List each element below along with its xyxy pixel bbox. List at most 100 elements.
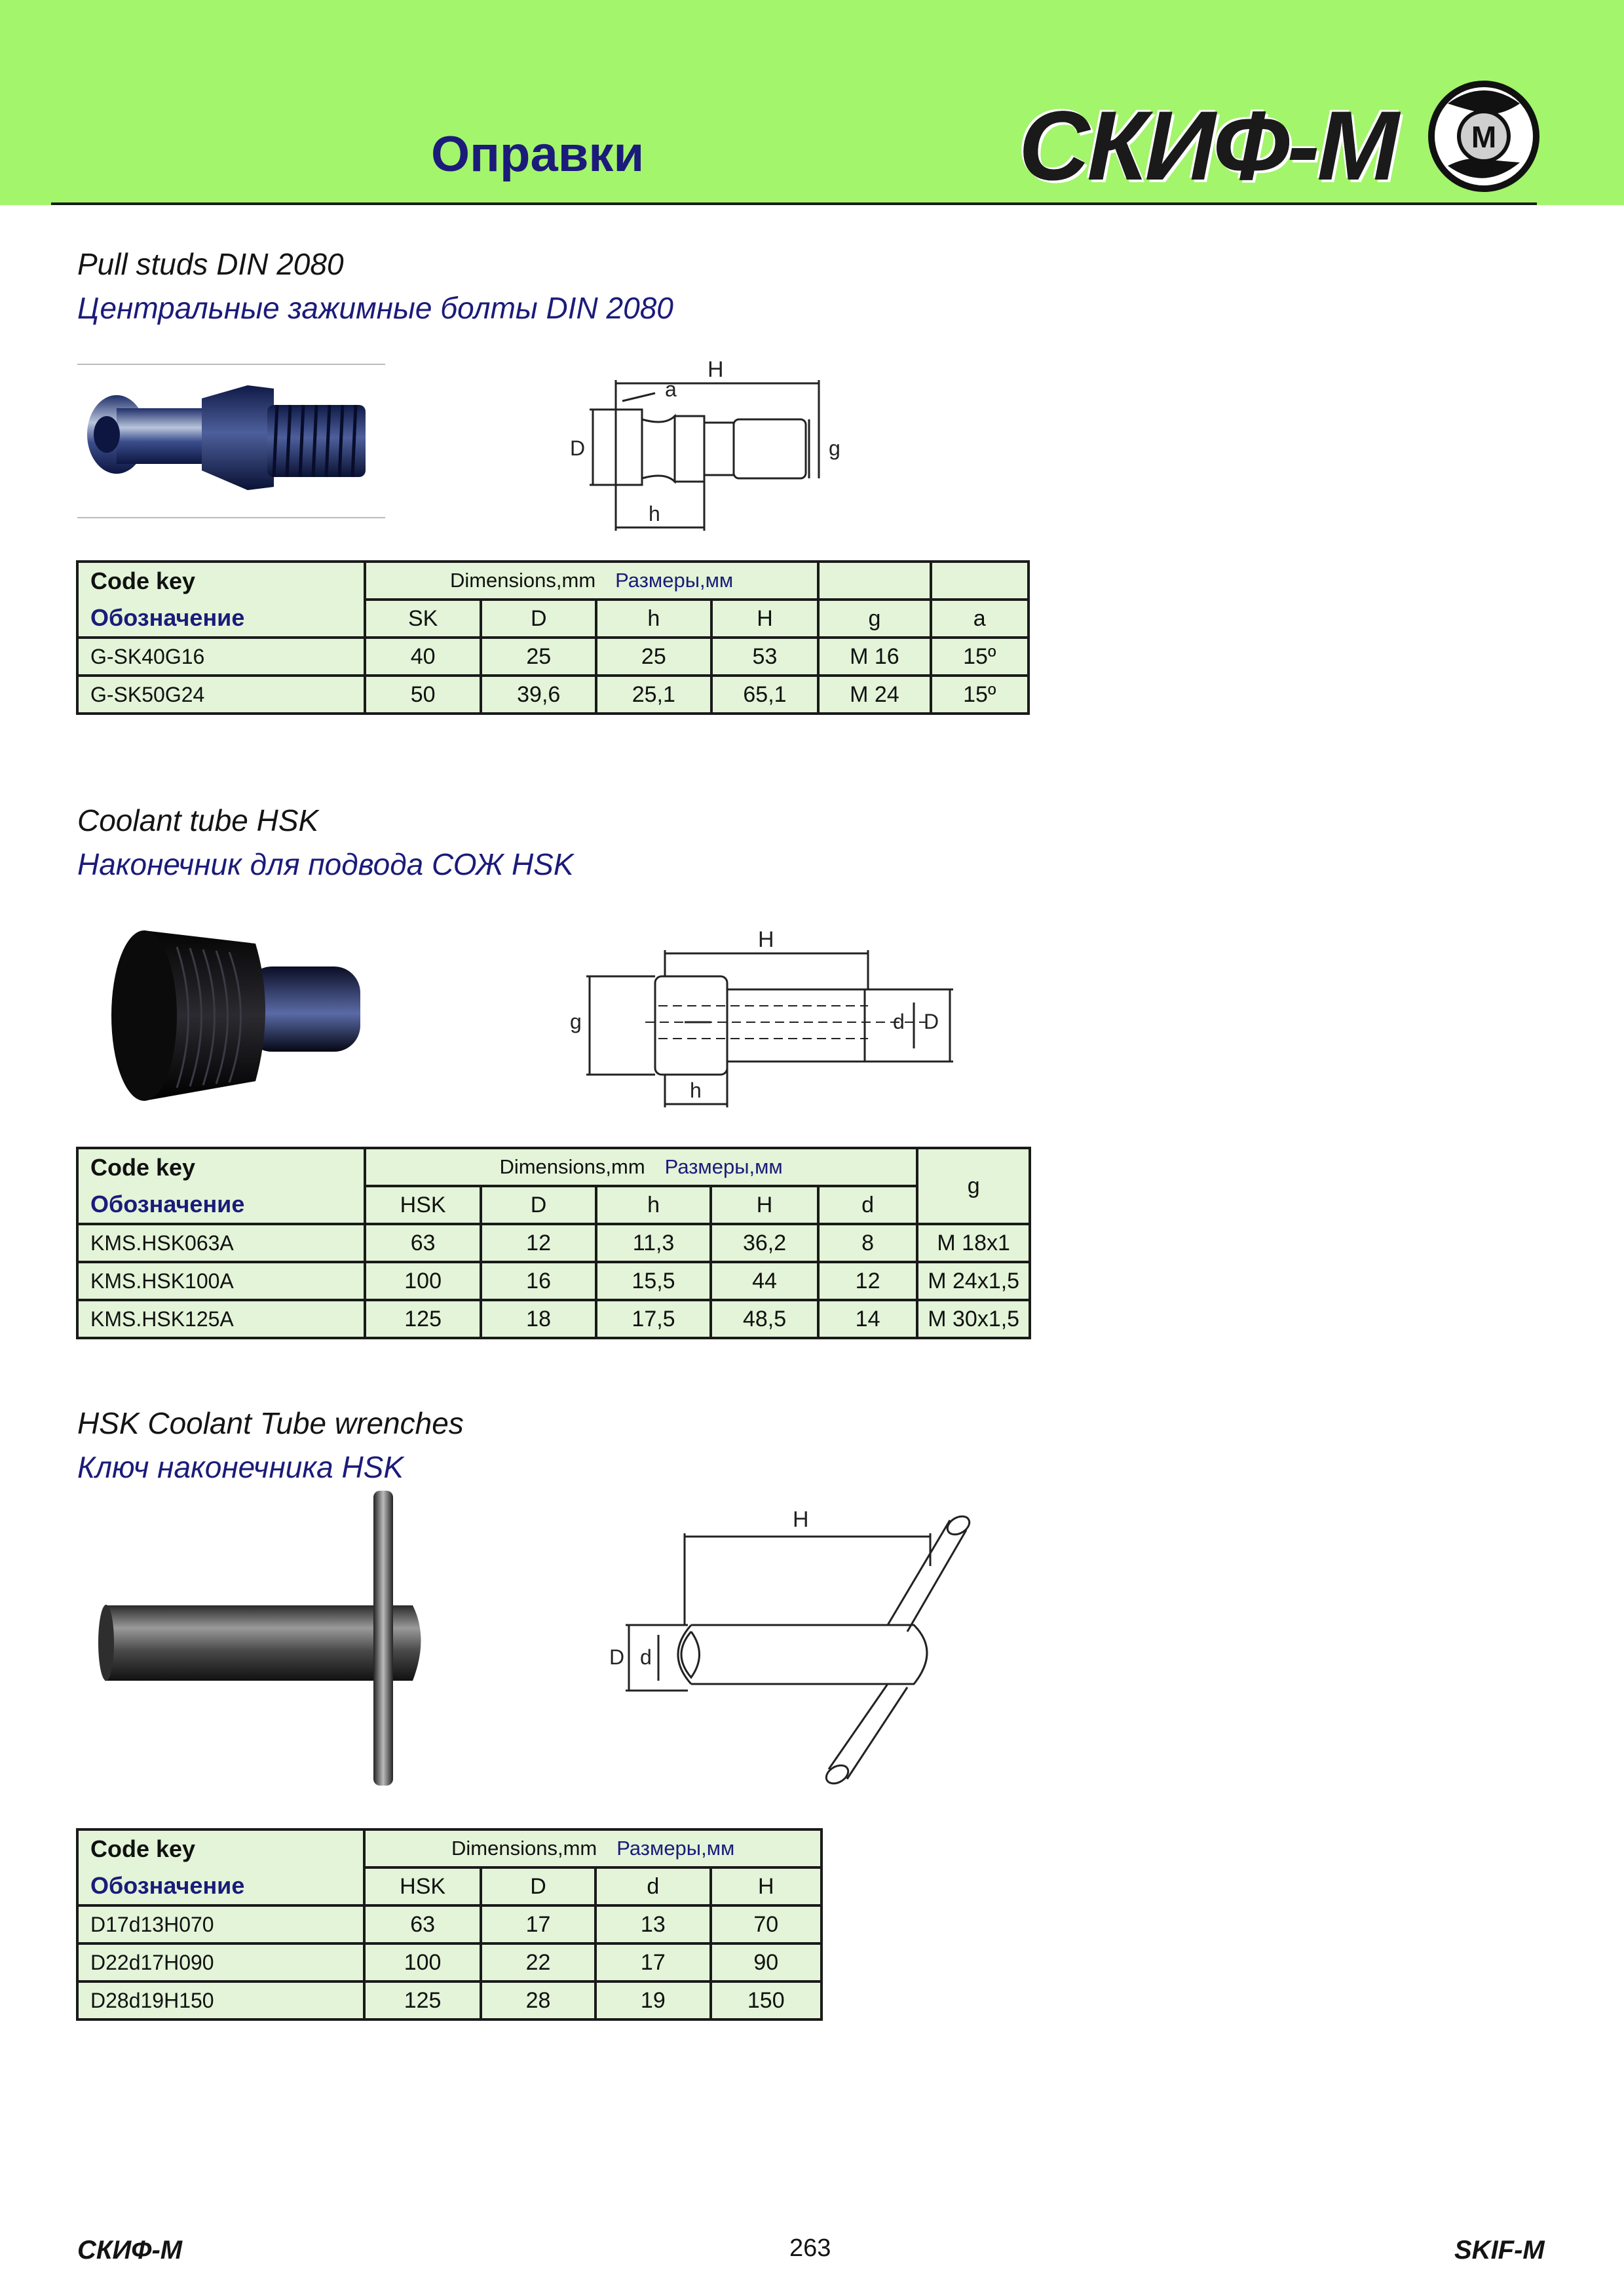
table-cell: 11,3 (594, 1223, 713, 1263)
column-header: h (594, 1185, 713, 1225)
table-cell: 70 (709, 1904, 823, 1945)
drawing-label-h: h (649, 502, 660, 526)
column-header: H (709, 1866, 823, 1907)
column-header: SK (363, 598, 483, 639)
drawing-label-a: a (665, 377, 677, 401)
table-cell: 25 (480, 636, 598, 677)
blank-header-cell (929, 560, 1030, 600)
table-cell: M 18x1 (916, 1223, 1031, 1263)
table-cell-code: KMS.HSK063A (76, 1223, 366, 1263)
footer-brand-en: SKIF-M (1454, 2236, 1545, 2265)
dims-header: Dimensions,mm Размеры,мм (363, 560, 820, 600)
table-cell: 13 (594, 1904, 712, 1945)
page-number: 263 (789, 2234, 831, 2262)
table-row: KMS.HSK125A 125 18 17,5 48,5 14 M 30x1,5 (76, 1299, 1031, 1339)
footer-brand-ru: СКИФ-М (77, 2236, 183, 2265)
table-cell-code: G-SK40G16 (76, 636, 366, 677)
header-rule (51, 202, 1537, 205)
dims-en: Dimensions,mm (449, 569, 596, 592)
table-cell: 15º (929, 674, 1030, 715)
table-cell: 63 (363, 1904, 482, 1945)
table-cell: 28 (479, 1980, 597, 2021)
table-cell: 50 (363, 674, 483, 715)
column-header: g (817, 598, 932, 639)
drawing-label-D: D (924, 1010, 939, 1033)
table-cell: 25,1 (595, 674, 713, 715)
table-cell: 125 (363, 1980, 482, 2021)
column-header-g: g (916, 1147, 1031, 1224)
code-key-en: Code key (76, 1147, 366, 1186)
table-cell: 15,5 (594, 1261, 713, 1301)
column-header: HSK (363, 1185, 483, 1225)
column-header: D (479, 1866, 597, 1907)
logo-mark-letter: М (1471, 120, 1496, 154)
table-row: D22d17H090 100 22 17 90 (75, 1942, 823, 1983)
pull-studs-title-en: Pull studs DIN 2080 (77, 247, 344, 281)
dims-ru: Размеры,мм (616, 1837, 735, 1860)
table-cell: 17,5 (594, 1299, 713, 1339)
table-row: KMS.HSK100A 100 16 15,5 44 12 M 24x1,5 (76, 1261, 1031, 1301)
table-row: KMS.HSK063A 63 12 11,3 36,2 8 M 18x1 (76, 1223, 1031, 1263)
table-cell: 48,5 (709, 1299, 820, 1339)
coolant-tube-photo (111, 930, 360, 1101)
table-cell: 16 (480, 1261, 597, 1301)
brand-logo: СКИФ-М М (1012, 77, 1549, 202)
column-header: d (816, 1185, 919, 1225)
table-cell: 25 (595, 636, 713, 677)
table-cell: 8 (816, 1223, 919, 1263)
drawing-label-h: h (690, 1079, 702, 1102)
coolant-tube-drawing: H g h d D (570, 927, 953, 1107)
table-row: G-SK50G24 50 39,6 25,1 65,1 M 24 15º (76, 674, 1030, 715)
table-cell: 17 (479, 1904, 597, 1945)
dims-ru: Размеры,мм (615, 569, 734, 592)
table-cell: 36,2 (709, 1223, 820, 1263)
table-row: D17d13H070 63 17 13 70 (75, 1904, 823, 1945)
drawing-label-d: d (893, 1010, 905, 1033)
table-cell: 125 (363, 1299, 483, 1339)
code-key-ru: Обозначение (76, 600, 366, 639)
table-cell: 100 (363, 1261, 483, 1301)
table-cell: 12 (816, 1261, 919, 1301)
drawing-label-D: D (570, 436, 585, 460)
table-cell: 22 (479, 1942, 597, 1983)
table-cell-code: G-SK50G24 (76, 674, 366, 715)
column-header: H (709, 598, 820, 639)
drawing-label-H: H (793, 1507, 809, 1532)
table-cell: M 24x1,5 (916, 1261, 1031, 1301)
table-cell-code: KMS.HSK100A (76, 1261, 366, 1301)
table-cell: 65,1 (709, 674, 820, 715)
table-cell-code: D17d13H070 (75, 1904, 366, 1945)
table-cell: 18 (480, 1299, 597, 1339)
table-row: G-SK40G16 40 25 25 53 M 16 15º (76, 636, 1030, 677)
column-header: d (594, 1866, 712, 1907)
table-cell: 39,6 (480, 674, 598, 715)
dims-en: Dimensions,mm (499, 1155, 645, 1178)
wrenches-title-en: HSK Coolant Tube wrenches (77, 1406, 464, 1440)
column-header: D (480, 598, 598, 639)
table-row: D28d19H150 125 28 19 150 (75, 1980, 823, 2021)
page-header (0, 0, 1624, 205)
code-key-ru: Обозначение (75, 1867, 366, 1907)
table-cell: 53 (709, 636, 820, 677)
drawing-label-d: d (640, 1645, 652, 1669)
dims-en: Dimensions,mm (451, 1837, 597, 1860)
blank-header-cell (817, 560, 932, 600)
code-key-en: Code key (76, 560, 366, 600)
table-cell: 17 (594, 1942, 712, 1983)
drawing-label-g: g (570, 1010, 582, 1033)
table-cell: 150 (709, 1980, 823, 2021)
pull-studs-table: Code key Dimensions,mm Размеры,мм Обознач… (76, 560, 1030, 715)
pull-studs-title-ru: Центральные зажимные болты DIN 2080 (77, 291, 673, 325)
table-cell: 40 (363, 636, 483, 677)
table-cell-code: D22d17H090 (75, 1942, 366, 1983)
table-cell: 63 (363, 1223, 483, 1263)
table-cell-code: D28d19H150 (75, 1980, 366, 2021)
pull-stud-photo (77, 359, 388, 523)
table-cell: M 24 (817, 674, 932, 715)
table-cell: 90 (709, 1942, 823, 1983)
logo-text: СКИФ-М (1019, 90, 1399, 201)
drawing-label-D: D (609, 1645, 624, 1669)
column-header: D (480, 1185, 597, 1225)
